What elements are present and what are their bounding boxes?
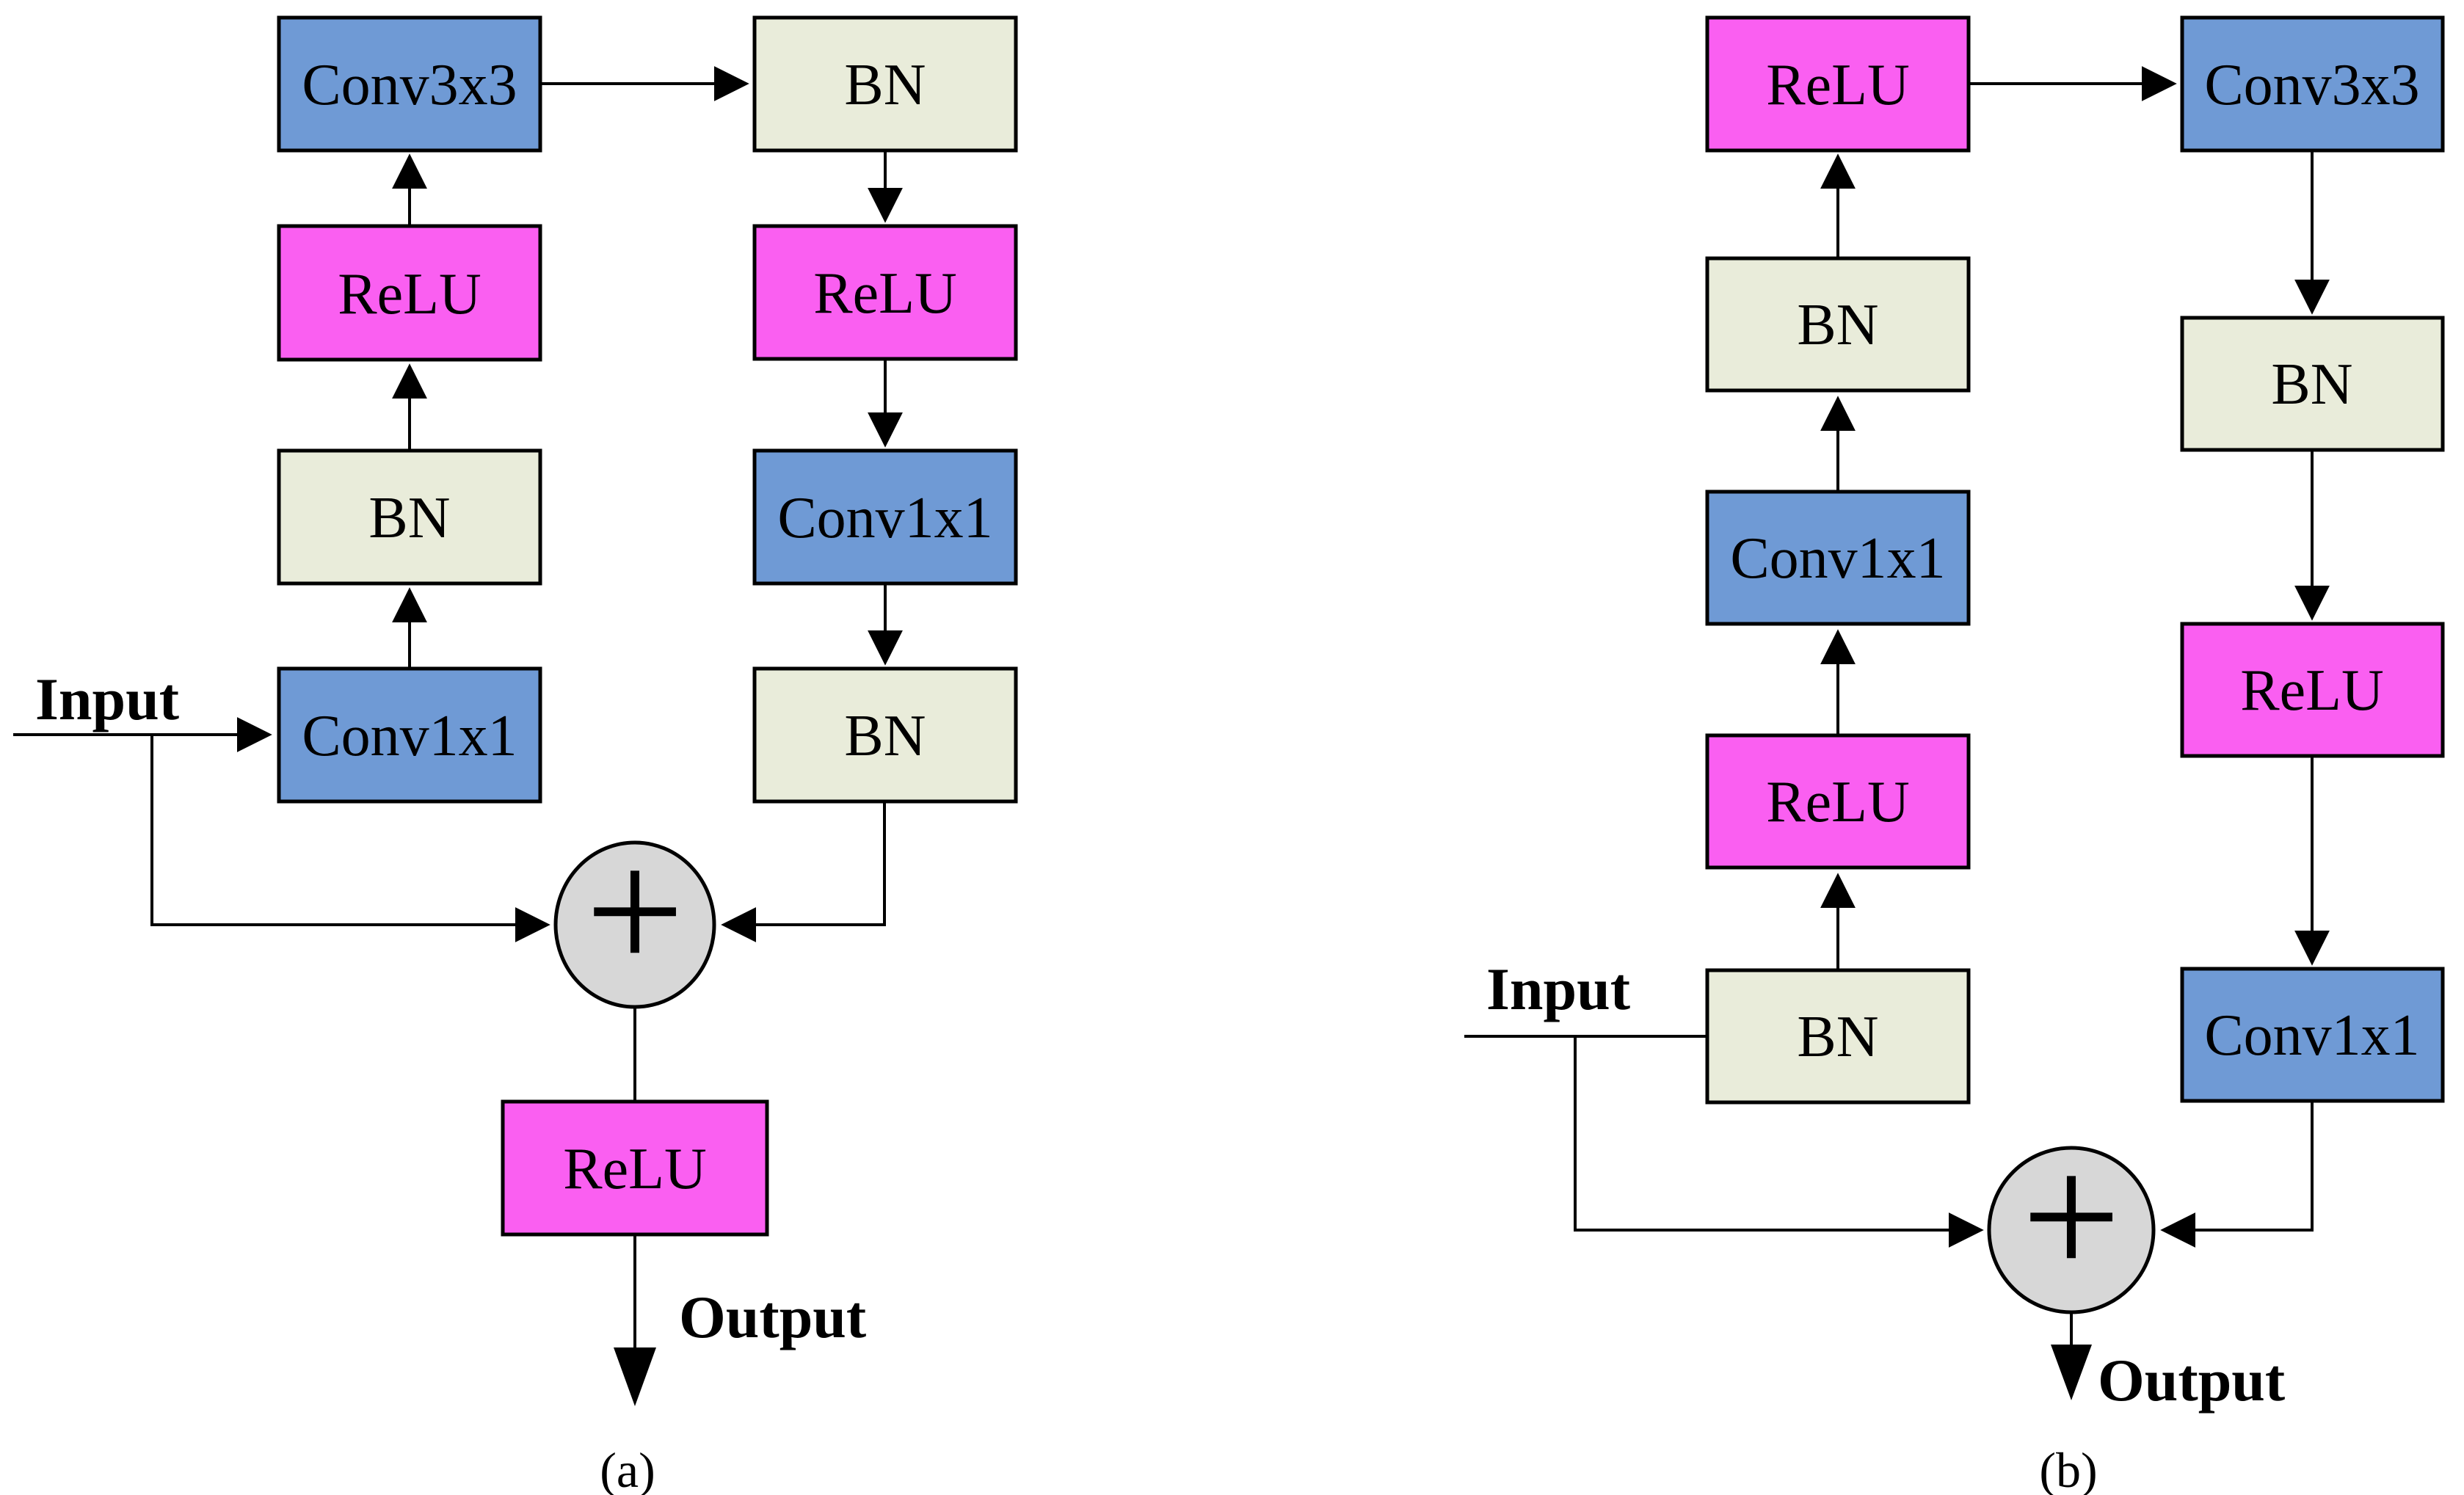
panel-b: ReLU BN Conv1x1 ReLU BN Conv3x3 BN bbox=[1464, 15, 2445, 1495]
bn-label: BN bbox=[1797, 1005, 1878, 1069]
conv1x1-label: Conv1x1 bbox=[2204, 1003, 2419, 1068]
bn-block-a-right-top: BN bbox=[752, 15, 1018, 153]
conv1x1-box bbox=[752, 448, 1018, 586]
panel-caption-b: (b) bbox=[2039, 1442, 2097, 1495]
relu-block-b-left-top: ReLU bbox=[1705, 15, 1971, 153]
plus-label: + bbox=[2021, 1118, 2120, 1314]
bn-label: BN bbox=[368, 486, 450, 550]
bn-box bbox=[277, 448, 542, 586]
conv1x1-box bbox=[2180, 967, 2445, 1103]
sum-ellipse bbox=[1987, 1146, 2156, 1314]
panel-a: Conv3x3 ReLU BN Conv1x1 BN ReLU Conv1x1 bbox=[13, 15, 1018, 1495]
relu-box bbox=[752, 224, 1018, 361]
bn-block-b-left-upper: BN bbox=[1705, 256, 1971, 393]
conv1x1-block-a-left: Conv1x1 bbox=[277, 666, 542, 804]
bn-block-b-left-bottom: BN bbox=[1705, 968, 1971, 1105]
bn-block-b-right: BN bbox=[2180, 316, 2445, 452]
bn-label: BN bbox=[1797, 293, 1878, 357]
conv3x3-block-a: Conv3x3 bbox=[277, 15, 542, 153]
bn-box bbox=[752, 15, 1018, 153]
relu-block-a-left: ReLU bbox=[277, 224, 542, 362]
plus-label: + bbox=[585, 813, 684, 1008]
relu-box bbox=[1705, 733, 1971, 870]
bn-box bbox=[1705, 968, 1971, 1105]
bn-box bbox=[1705, 256, 1971, 393]
relu-box bbox=[2180, 622, 2445, 758]
bn-label: BN bbox=[844, 53, 926, 117]
relu-box bbox=[1705, 15, 1971, 153]
bn-to-sum-connector bbox=[721, 801, 886, 942]
relu-label: ReLU bbox=[1766, 53, 1910, 117]
relu-block-a-right: ReLU bbox=[752, 224, 1018, 361]
relu-label: ReLU bbox=[2240, 658, 2384, 723]
sum-node-a: + bbox=[553, 813, 716, 1009]
conv1x1-block-a-right: Conv1x1 bbox=[752, 448, 1018, 586]
relu-box bbox=[501, 1099, 769, 1237]
output-label: Output bbox=[2098, 1347, 2285, 1414]
conv3x3-box bbox=[2180, 15, 2445, 153]
bn-box bbox=[2180, 316, 2445, 452]
input-label: Input bbox=[1486, 956, 1630, 1022]
bn-label: BN bbox=[2271, 352, 2352, 417]
relu-label: ReLU bbox=[1766, 770, 1910, 834]
conv3x3-label: Conv3x3 bbox=[2204, 53, 2419, 117]
output-arrowhead bbox=[614, 1347, 656, 1406]
relu-block-a-output: ReLU bbox=[501, 1099, 769, 1237]
bn-block-a-left: BN bbox=[277, 448, 542, 586]
conv1x1-label: Conv1x1 bbox=[1730, 526, 1945, 591]
conv3x3-block-b: Conv3x3 bbox=[2180, 15, 2445, 153]
sum-ellipse bbox=[553, 840, 716, 1009]
panel-caption-a: (a) bbox=[600, 1442, 655, 1495]
output-label: Output bbox=[679, 1284, 866, 1350]
relu-block-b-left-lower: ReLU bbox=[1705, 733, 1971, 870]
conv1x1-block-b-right: Conv1x1 bbox=[2180, 967, 2445, 1103]
output-arrowhead bbox=[2051, 1345, 2092, 1400]
bn-block-a-right-bottom: BN bbox=[752, 666, 1018, 804]
conv1x1-to-sum-connector bbox=[2160, 1101, 2314, 1248]
skip-connection bbox=[1574, 1036, 1984, 1248]
conv3x3-box bbox=[277, 15, 542, 153]
conv1x1-block-b-left: Conv1x1 bbox=[1705, 490, 1971, 626]
sum-node-b: + bbox=[1987, 1118, 2156, 1314]
skip-connection bbox=[150, 735, 550, 942]
conv3x3-label: Conv3x3 bbox=[302, 53, 517, 117]
relu-block-b-right: ReLU bbox=[2180, 622, 2445, 758]
relu-label: ReLU bbox=[563, 1137, 707, 1201]
input-label: Input bbox=[35, 666, 179, 732]
conv1x1-label: Conv1x1 bbox=[777, 486, 992, 550]
conv1x1-label: Conv1x1 bbox=[302, 704, 517, 768]
bn-label: BN bbox=[844, 704, 926, 768]
conv1x1-box bbox=[1705, 490, 1971, 626]
relu-label: ReLU bbox=[338, 262, 481, 327]
bn-box bbox=[752, 666, 1018, 804]
conv1x1-box bbox=[277, 666, 542, 804]
relu-box bbox=[277, 224, 542, 362]
relu-label: ReLU bbox=[813, 261, 957, 326]
